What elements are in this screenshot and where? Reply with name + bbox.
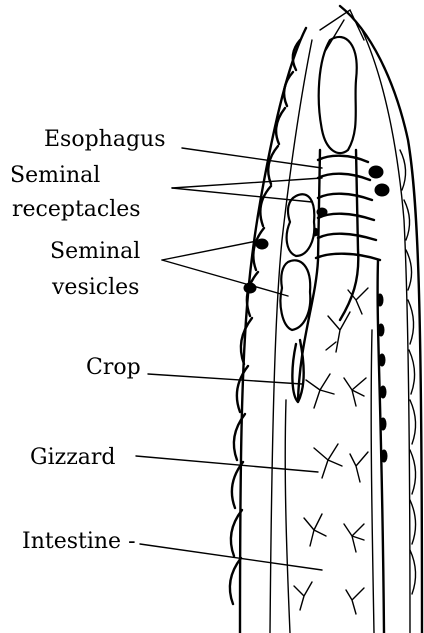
label-gizzard: Gizzard bbox=[30, 446, 116, 470]
gut-wall-right bbox=[371, 330, 374, 633]
seminal-vesicle-upper bbox=[287, 194, 315, 256]
body-wall-outer-left bbox=[240, 28, 306, 633]
label-seminal-receptacles-line1: Seminal bbox=[10, 164, 100, 188]
label-intestine: Intestine - bbox=[22, 530, 136, 554]
label-seminal-vesicles-line1: Seminal bbox=[50, 240, 140, 264]
pharynx bbox=[319, 37, 357, 153]
label-esophagus: Esophagus bbox=[44, 128, 166, 152]
label-seminal-vesicles-line2: vesicles bbox=[52, 276, 139, 300]
label-crop: Crop bbox=[86, 356, 141, 380]
label-seminal-receptacles-line2: receptacles bbox=[12, 198, 141, 222]
gut-wall-left bbox=[285, 400, 290, 633]
dorsal-vessel bbox=[378, 260, 384, 633]
